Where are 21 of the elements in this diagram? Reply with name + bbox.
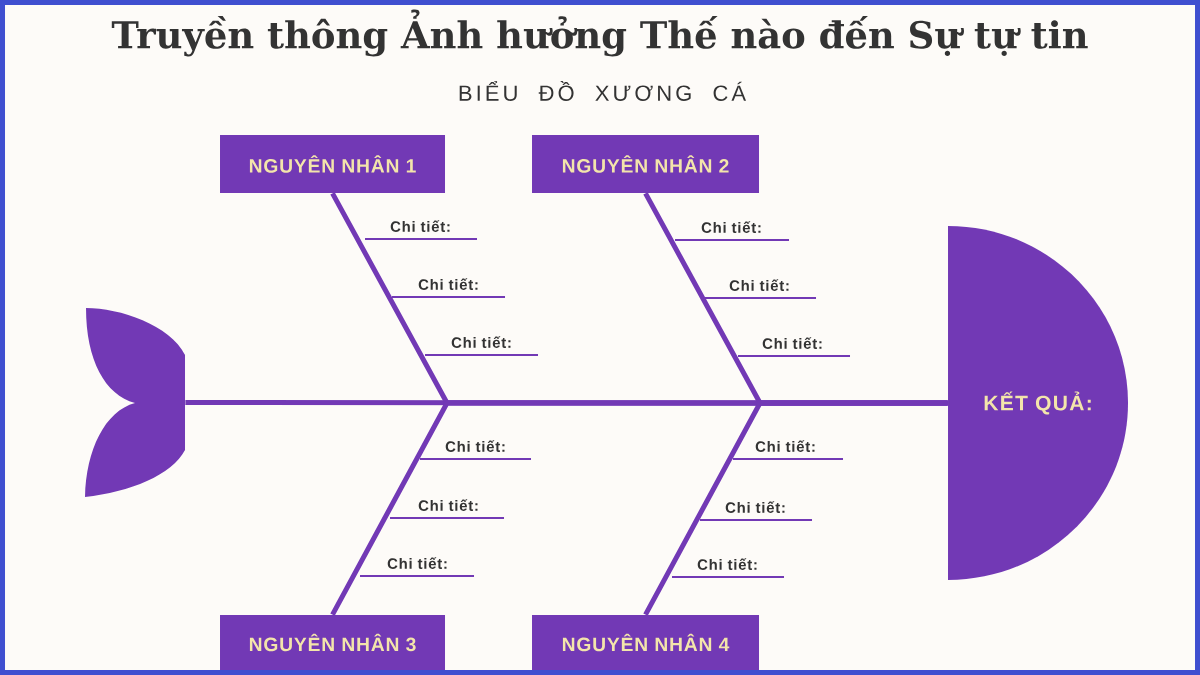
- cause-box: NGUYÊN NHÂN 3: [220, 615, 445, 670]
- detail-label: Chi tiết:: [390, 220, 450, 232]
- title: Truyền thông Ảnh hưởng Thế nào đến Sự tự tin: [111, 9, 1088, 57]
- cause-box: NGUYÊN NHÂN 1: [220, 135, 445, 193]
- detail-label: Chi tiết:: [418, 278, 478, 290]
- result-semicircle: KẾT QUẢ:: [948, 226, 1128, 580]
- cause-box: NGUYÊN NHÂN 2: [532, 135, 759, 193]
- bone-line: [643, 400, 948, 616]
- detail-label: Chi tiết:: [755, 440, 815, 452]
- detail-label: Chi tiết:: [725, 501, 785, 513]
- detail-label: Chi tiết:: [729, 279, 789, 291]
- detail-label: Chi tiết:: [701, 221, 761, 233]
- detail-label: Chi tiết:: [697, 558, 757, 570]
- detail-label: Chi tiết:: [445, 440, 505, 452]
- detail-label: Chi tiết:: [762, 337, 822, 349]
- cause-box: NGUYÊN NHÂN 4: [532, 615, 759, 670]
- detail-label: Chi tiết:: [418, 499, 478, 511]
- subtitle: BIỂU ĐỒ XƯƠNG CÁ: [459, 81, 747, 101]
- fish-tail-drawing: [85, 308, 185, 497]
- detail-label: Chi tiết:: [387, 557, 447, 569]
- detail-label: Chi tiết:: [451, 336, 511, 348]
